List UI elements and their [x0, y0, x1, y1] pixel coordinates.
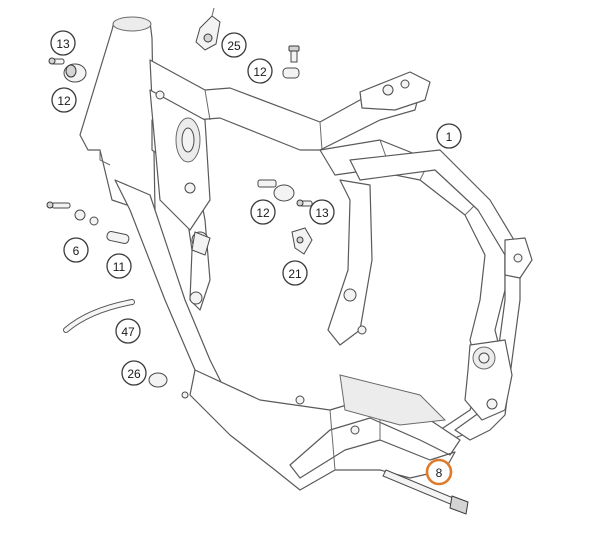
- callout-6-label: 6: [73, 244, 80, 258]
- callout-12-top-left: 12: [51, 87, 77, 113]
- bushing-12-top-icon: [63, 63, 87, 83]
- callout-47: 47: [115, 318, 141, 344]
- callout-8-label: 8: [436, 466, 443, 480]
- bushing-12-upper-icon: [282, 45, 300, 79]
- callout-11: 11: [106, 253, 132, 279]
- callout-11-label: 11: [113, 260, 126, 274]
- callout-26-label: 26: [127, 367, 141, 381]
- callout-12-top-left-label: 12: [57, 94, 71, 108]
- callout-26: 26: [121, 360, 147, 386]
- motorcycle-frame: [79, 16, 533, 491]
- plug-26-icon: [148, 372, 168, 388]
- callout-13-top-label: 13: [56, 37, 70, 51]
- callout-8-highlighted: 8: [425, 458, 453, 486]
- callout-1-label: 1: [446, 130, 453, 144]
- sleeve-11-icon: [106, 231, 130, 244]
- callout-13-middle-label: 13: [315, 206, 329, 220]
- callout-6: 6: [63, 237, 89, 263]
- callout-12-middle: 12: [250, 199, 276, 225]
- callout-1: 1: [436, 123, 462, 149]
- loose-parts: [46, 7, 469, 515]
- clamp-21-icon: [291, 227, 313, 255]
- callout-21: 21: [282, 260, 308, 286]
- screw-13-top-icon: [48, 57, 65, 65]
- bolt-12-middle-icon: [257, 179, 295, 202]
- callout-21-label: 21: [288, 267, 302, 281]
- callout-25-label: 25: [227, 39, 241, 53]
- screw-13-middle-icon: [296, 199, 313, 207]
- clip-25-icon: [195, 7, 221, 51]
- callout-47-label: 47: [121, 325, 135, 339]
- callout-25: 25: [221, 32, 247, 58]
- bolt-8-icon: [382, 469, 469, 515]
- screw-6-icon: [46, 201, 99, 226]
- callout-12-upper-label: 12: [253, 65, 267, 79]
- callout-12-middle-label: 12: [256, 206, 270, 220]
- hose-47-icon: [63, 299, 135, 333]
- callout-13-top: 13: [50, 30, 76, 56]
- callout-12-upper: 12: [247, 58, 273, 84]
- callout-13-middle: 13: [309, 199, 335, 225]
